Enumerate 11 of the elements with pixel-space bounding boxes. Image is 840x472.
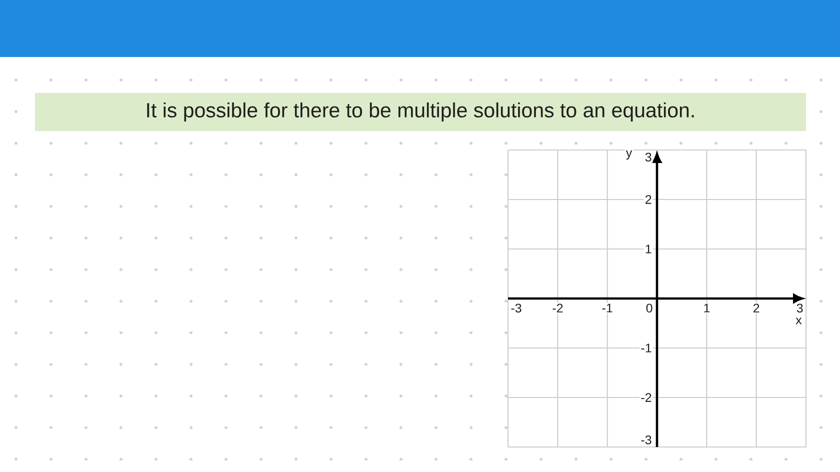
tick-label: -1: [640, 342, 653, 354]
tick-label: -2: [551, 302, 564, 314]
tick-label: 1: [702, 302, 712, 314]
tick-label: -1: [600, 302, 614, 314]
y-tick-label: 1: [646, 244, 652, 254]
banner: It is possible for there to be multiple solutions to an equation.: [35, 93, 806, 131]
tick-label: -2: [640, 392, 653, 403]
x-tick-label: 1: [704, 304, 710, 312]
axis-label: x: [794, 316, 803, 326]
tick-label: -3: [640, 434, 653, 446]
tick-label: -3: [510, 302, 523, 314]
